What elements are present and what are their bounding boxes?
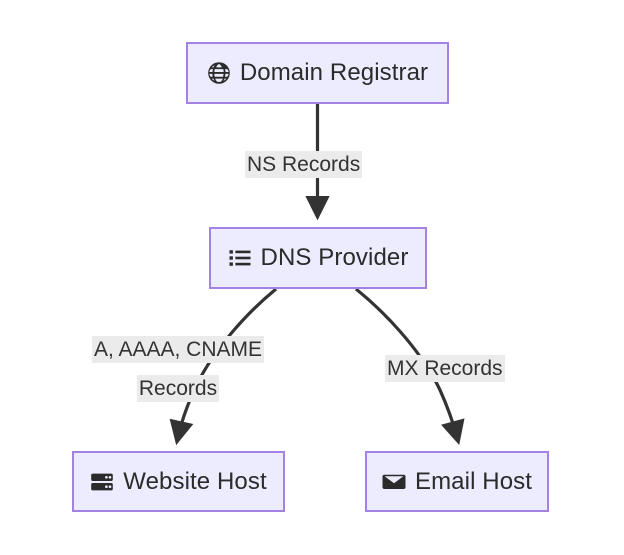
node-email-host[interactable]: Email Host [365,451,549,512]
node-label: Website Host [123,467,267,495]
edge-label-line-1: A, AAAA, CNAME [91,336,265,363]
node-dns-provider[interactable]: DNS Provider [209,227,427,289]
envelope-icon [382,470,406,494]
edge-label-line-2: Records [136,375,220,402]
globe-icon [207,61,231,85]
edge-label-a-aaaa-cname-records: A, AAAA, CNAME Records [74,336,282,402]
node-label: DNS Provider [260,244,409,271]
node-website-host[interactable]: Website Host [72,451,285,512]
edge-label-mx-records: MX Records [385,355,505,382]
server-icon [90,470,114,494]
node-label: Email Host [414,467,533,495]
list-icon [228,246,252,270]
node-domain-registrar[interactable]: Domain Registrar [186,42,449,104]
node-label: Domain Registrar [239,59,429,86]
edge-label-ns-records: NS Records [245,151,363,178]
